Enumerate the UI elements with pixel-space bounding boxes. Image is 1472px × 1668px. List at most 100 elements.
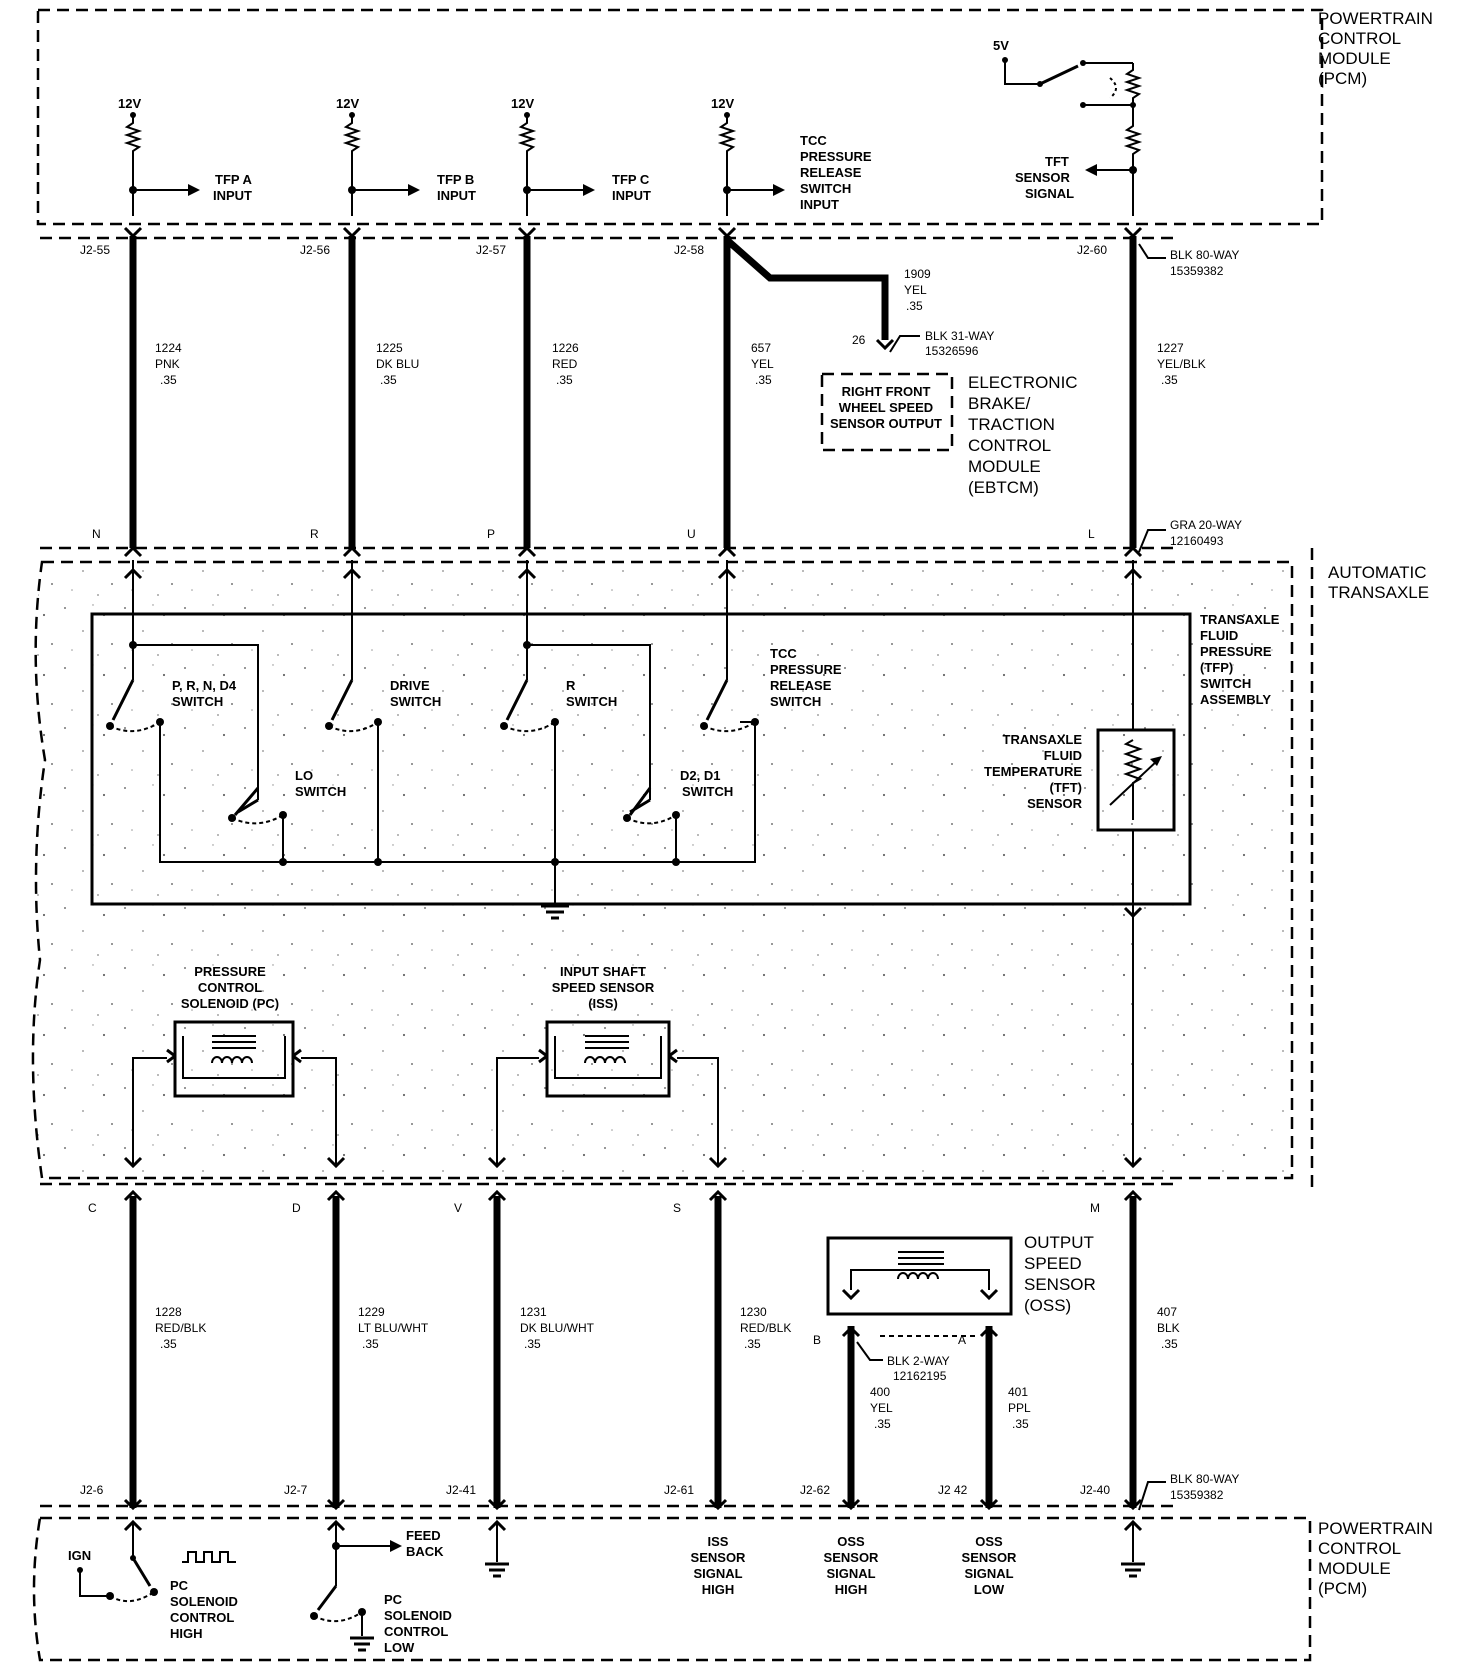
v12-label-b: 12V	[336, 96, 359, 111]
tfp-a-input-label-1: TFP A	[215, 172, 252, 187]
wire-657-size: .35	[755, 373, 772, 387]
tfp-c-input-label-2: INPUT	[612, 188, 651, 203]
ebtcm-label-4: CONTROL	[968, 436, 1051, 455]
oss-high-label-1: OSS	[837, 1534, 865, 1549]
tfp-switch-wiring: P, R, N, D4 SWITCH LO SWITCH DRIVE SWITC…	[106, 618, 842, 920]
pcm-top-label-3: MODULE	[1318, 49, 1391, 68]
tfp-assembly-label-4: (TFP)	[1200, 660, 1233, 675]
tft-sensor-label-5: SENSOR	[1027, 796, 1083, 811]
bottom-connector-label-2: 15359382	[1170, 1488, 1224, 1502]
pin-j2-61: J2-61	[664, 1483, 694, 1497]
bottom-wires	[129, 1196, 1137, 1508]
tfp-b-input-label-1: TFP B	[437, 172, 474, 187]
oss-pin-a: A	[958, 1333, 966, 1347]
prnd4-switch-label-2: SWITCH	[172, 694, 223, 709]
top-connector-label-2: 15359382	[1170, 264, 1224, 278]
pin-j2-40: J2-40	[1080, 1483, 1110, 1497]
oss-connector-label-2: 12162195	[893, 1369, 947, 1383]
ebtcm-box-label-3: SENSOR OUTPUT	[830, 416, 942, 431]
pc-high-label-4: HIGH	[170, 1626, 203, 1641]
transaxle-label-1: AUTOMATIC	[1328, 563, 1427, 582]
tft-sensor: TRANSAXLE FLUID TEMPERATURE (TFT) SENSOR	[984, 618, 1176, 1166]
wire-1228-color: RED/BLK	[155, 1321, 206, 1335]
transaxle-module: AUTOMATIC TRANSAXLE	[31, 548, 1429, 1190]
v12-label-a: 12V	[118, 96, 141, 111]
wire-400-color: YEL	[870, 1401, 893, 1415]
wire-1225-color: DK BLU	[376, 357, 419, 371]
bottom-pin-labels: J2-6 J2-7 J2-41 J2-61 J2-62 J2 42 J2-40 …	[80, 1472, 1239, 1511]
pcm-bottom-label-4: (PCM)	[1318, 1579, 1367, 1598]
oss-low-label-2: SENSOR	[962, 1550, 1018, 1565]
wire-401-size: .35	[1012, 1417, 1029, 1431]
pcm-bottom-chevrons	[123, 1498, 1143, 1532]
ebtcm-label-1: ELECTRONIC	[968, 373, 1078, 392]
top-wires	[129, 236, 1137, 548]
wire-407-num: 407	[1157, 1305, 1177, 1319]
iss-high-label-3: SIGNAL	[693, 1566, 742, 1581]
v12-label-c: 12V	[511, 96, 534, 111]
wire-1228-num: 1228	[155, 1305, 182, 1319]
iss-high-label-2: SENSOR	[691, 1550, 747, 1565]
tft-signal-label-2: SENSOR	[1015, 170, 1071, 185]
bottom-wire-labels: 1228 RED/BLK .35 1229 LT BLU/WHT .35 123…	[155, 1305, 1180, 1431]
feedback-label-2: BACK	[406, 1544, 444, 1559]
oss-sensor: OUTPUT SPEED SENSOR (OSS) B A BLK 2-WAY …	[813, 1233, 1096, 1383]
wire-1230-size: .35	[744, 1337, 761, 1351]
ebtcm-label-3: TRACTION	[968, 415, 1055, 434]
pcm-bottom-label-3: MODULE	[1318, 1559, 1391, 1578]
tcc-input-label-1: TCC	[800, 133, 827, 148]
oss-label-2: SPEED	[1024, 1254, 1082, 1273]
wire-1226-size: .35	[556, 373, 573, 387]
tcc-input-label-3: RELEASE	[800, 165, 862, 180]
wire-1225-size: .35	[380, 373, 397, 387]
wire-1224-size: .35	[160, 373, 177, 387]
pc-high-label-2: SOLENOID	[170, 1594, 238, 1609]
top-connector-label-1: BLK 80-WAY	[1170, 248, 1239, 262]
iss-label-1: INPUT SHAFT	[560, 964, 646, 979]
wire-657-num: 657	[751, 341, 771, 355]
trans-pin-c: C	[88, 1201, 97, 1215]
pin-j2-41: J2-41	[446, 1483, 476, 1497]
tft-sensor-label-4: (TFT)	[1050, 780, 1082, 795]
wire-657-color: YEL	[751, 357, 774, 371]
pc-solenoid: PRESSURE CONTROL SOLENOID (PC)	[132, 964, 337, 1166]
wire-1227-size: .35	[1161, 373, 1178, 387]
drive-switch-label-1: DRIVE	[390, 678, 430, 693]
tft-signal-label-3: SIGNAL	[1025, 186, 1074, 201]
tfp-assembly-label-6: ASSEMBLY	[1200, 692, 1271, 707]
oss-label-1: OUTPUT	[1024, 1233, 1094, 1252]
oss-low-label-4: LOW	[974, 1582, 1005, 1597]
trans-pin-u: U	[687, 527, 696, 541]
oss-label-4: (OSS)	[1024, 1296, 1071, 1315]
tfp-assembly-label-5: SWITCH	[1200, 676, 1251, 691]
tcc-switch-label-3: RELEASE	[770, 678, 832, 693]
pc-solenoid-label-2: CONTROL	[198, 980, 262, 995]
ebtcm-connector-label-2: 15326596	[925, 344, 979, 358]
wire-1229-size: .35	[362, 1337, 379, 1351]
tfp-a-input-label-2: INPUT	[213, 188, 252, 203]
oss-pin-b: B	[813, 1333, 821, 1347]
wire-1227-color: YEL/BLK	[1157, 357, 1206, 371]
iss-high-label-1: ISS	[708, 1534, 729, 1549]
trans-bottom-chevrons	[123, 1156, 1143, 1202]
tfp-assembly-label-3: PRESSURE	[1200, 644, 1272, 659]
oss-connector-label-1: BLK 2-WAY	[887, 1354, 950, 1368]
top-connector-chevrons	[123, 226, 1143, 239]
trans-connector-label-2: 12160493	[1170, 534, 1224, 548]
pin-j2-7: J2-7	[284, 1483, 308, 1497]
ebtcm-label-2: BRAKE/	[968, 394, 1031, 413]
tfp-assembly-label-1: TRANSAXLE	[1200, 612, 1280, 627]
oss-high-label-4: HIGH	[835, 1582, 868, 1597]
tfp-switch-assembly: TRANSAXLE FLUID PRESSURE (TFP) SWITCH AS…	[90, 612, 1280, 906]
trans-pin-v: V	[454, 1201, 462, 1215]
transaxle-label-2: TRANSAXLE	[1328, 583, 1429, 602]
v12-label-d: 12V	[711, 96, 734, 111]
pc-low-label-2: SOLENOID	[384, 1608, 452, 1623]
top-wire-labels: 1224 PNK .35 1225 DK BLU .35 1226 RED .3…	[155, 243, 1239, 387]
wire-400-num: 400	[870, 1385, 890, 1399]
trans-pin-n: N	[92, 527, 101, 541]
wire-1909-num: 1909	[904, 267, 931, 281]
wire-1227-num: 1227	[1157, 341, 1184, 355]
tcc-switch-label-2: PRESSURE	[770, 662, 842, 677]
